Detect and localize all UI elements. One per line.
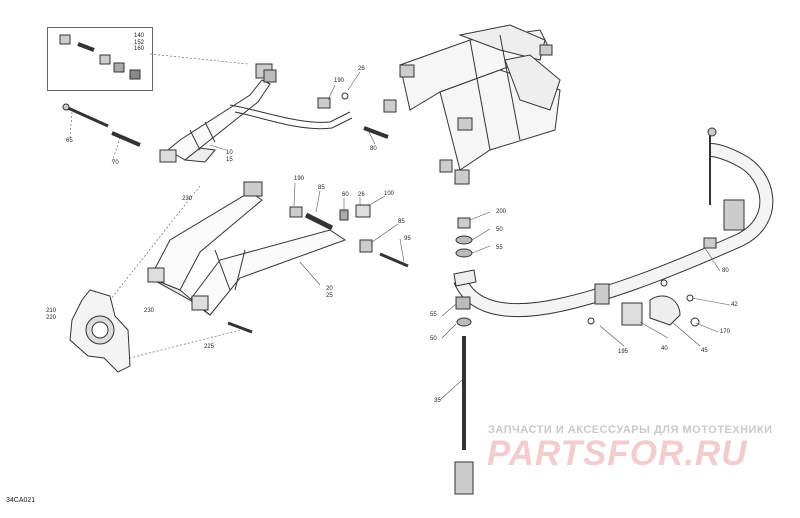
- callout-95: 95: [404, 236, 411, 242]
- inset-label-160: 160: [134, 46, 145, 52]
- callout-225: 225: [204, 344, 215, 350]
- callout-170: 170: [720, 329, 731, 335]
- watermark-tagline: ЗАПЧАСТИ И АКСЕССУАРЫ ДЛЯ МОТОТЕХНИКИ: [488, 424, 773, 436]
- callout-35: 35: [434, 398, 441, 404]
- callout-230-a: 230: [182, 196, 193, 202]
- callout-45: 45: [701, 348, 708, 354]
- callout-80-bar: 80: [722, 268, 729, 274]
- callout-60-mid: 60: [342, 192, 349, 198]
- callout-230-b: 230: [144, 308, 155, 314]
- link-rod-stack: [453, 217, 477, 495]
- callout-80-top: 80: [370, 146, 377, 152]
- bushing-kit-inset: [47, 27, 153, 91]
- callout-26-mid: 26: [358, 192, 365, 198]
- inset-label-152: 152: [134, 40, 145, 46]
- pivot-bolt: [62, 103, 109, 128]
- callout-10: 10: [226, 150, 233, 156]
- knuckle: [69, 289, 131, 373]
- callout-65: 65: [66, 138, 73, 144]
- lower-arm-hardware: [227, 204, 409, 334]
- callout-200: 200: [496, 209, 507, 215]
- callout-26-top: 26: [358, 66, 365, 72]
- callout-55-bot: 55: [430, 312, 437, 318]
- callout-190-top: 190: [334, 78, 345, 84]
- callout-195: 195: [618, 349, 629, 355]
- callout-50-bot: 50: [430, 336, 437, 342]
- callout-210: 210: [46, 308, 57, 314]
- rear-frame: [383, 24, 561, 185]
- sway-bar-bushing-bracket: [587, 279, 700, 327]
- upper-a-arm: [159, 63, 353, 163]
- callout-85-mid: 85: [318, 185, 325, 191]
- callout-15: 15: [226, 157, 233, 163]
- sway-bar: [453, 143, 774, 318]
- callout-70: 70: [112, 160, 119, 166]
- callout-ticks: [209, 71, 731, 401]
- leader-lines: [69, 53, 249, 359]
- callout-20: 20: [326, 286, 333, 292]
- callout-220: 220: [46, 315, 57, 321]
- callout-50-top: 50: [496, 227, 503, 233]
- callout-100: 100: [384, 191, 395, 197]
- callout-42: 42: [731, 302, 738, 308]
- inset-label-140: 140: [134, 33, 145, 39]
- watermark-brand: PARTSFOR.RU: [487, 434, 748, 473]
- callout-55-top: 55: [496, 245, 503, 251]
- callout-85-right: 85: [398, 219, 405, 225]
- lower-trailing-arm: [147, 181, 347, 316]
- callout-25: 25: [326, 293, 333, 299]
- bushing-kit-parts: [59, 34, 141, 80]
- callout-40: 40: [661, 346, 668, 352]
- upper-arm-hardware: [317, 92, 389, 139]
- diagram-reference-code: 34CA021: [6, 497, 36, 504]
- sway-bar-end-link: [703, 127, 717, 249]
- pivot-sleeve: [111, 131, 141, 147]
- callout-190-mid: 190: [294, 176, 305, 182]
